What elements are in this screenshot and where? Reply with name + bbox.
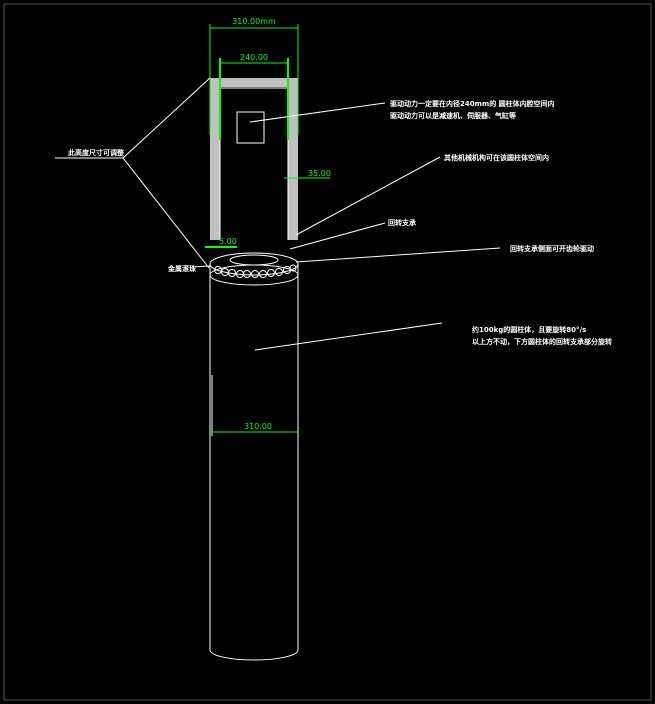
slewing-ring bbox=[209, 252, 299, 286]
cylinder bbox=[209, 264, 299, 661]
note-drive-line2: 驱动动力可以是减速机、伺服器、气缸等 bbox=[390, 111, 516, 120]
dim-wall-label: 35.00 bbox=[308, 169, 331, 178]
note-load-line2: 以上方不动，下方圆柱体的回转支承部分旋转 bbox=[472, 337, 612, 346]
note-slewing-side: 回转支承侧面可开齿轮驱动 bbox=[510, 244, 594, 253]
metal-balls bbox=[214, 264, 297, 278]
note-drive-line1: 驱动动力一定要在内径240mm的 圆柱体内腔空间内 bbox=[390, 99, 555, 108]
note-other-mechanism: 其他机械机构可在该圆柱体空间内 bbox=[444, 153, 549, 162]
drive-box bbox=[236, 111, 265, 144]
dimension-wall: 35.00 bbox=[284, 169, 331, 179]
dimension-cylinder: 310.00 bbox=[211, 375, 299, 436]
dim-cylinder-label: 310.00 bbox=[244, 422, 272, 431]
note-slewing-bearing: 回转支承 bbox=[388, 218, 416, 227]
dim-inner-top-label: 240.00 bbox=[240, 53, 268, 62]
dim-outer-top-label: 310.00mm bbox=[232, 17, 276, 26]
leader-lines bbox=[55, 77, 501, 351]
dim-gap-label: 5.00 bbox=[219, 237, 237, 246]
drawing-frame bbox=[3, 3, 652, 701]
note-metal-balls: 金属滚珠 bbox=[167, 264, 197, 273]
dimension-gap: 5.00 bbox=[205, 237, 237, 248]
note-height-adjust: 此高度尺寸可调整 bbox=[68, 148, 124, 157]
note-load-line1: 约100kg的圆柱体，且要旋转80°/s bbox=[472, 325, 586, 334]
dimension-inner-top: 240.00 bbox=[219, 53, 289, 140]
dimension-outer-top: 310.00mm bbox=[209, 17, 299, 135]
top-housing bbox=[210, 78, 298, 240]
